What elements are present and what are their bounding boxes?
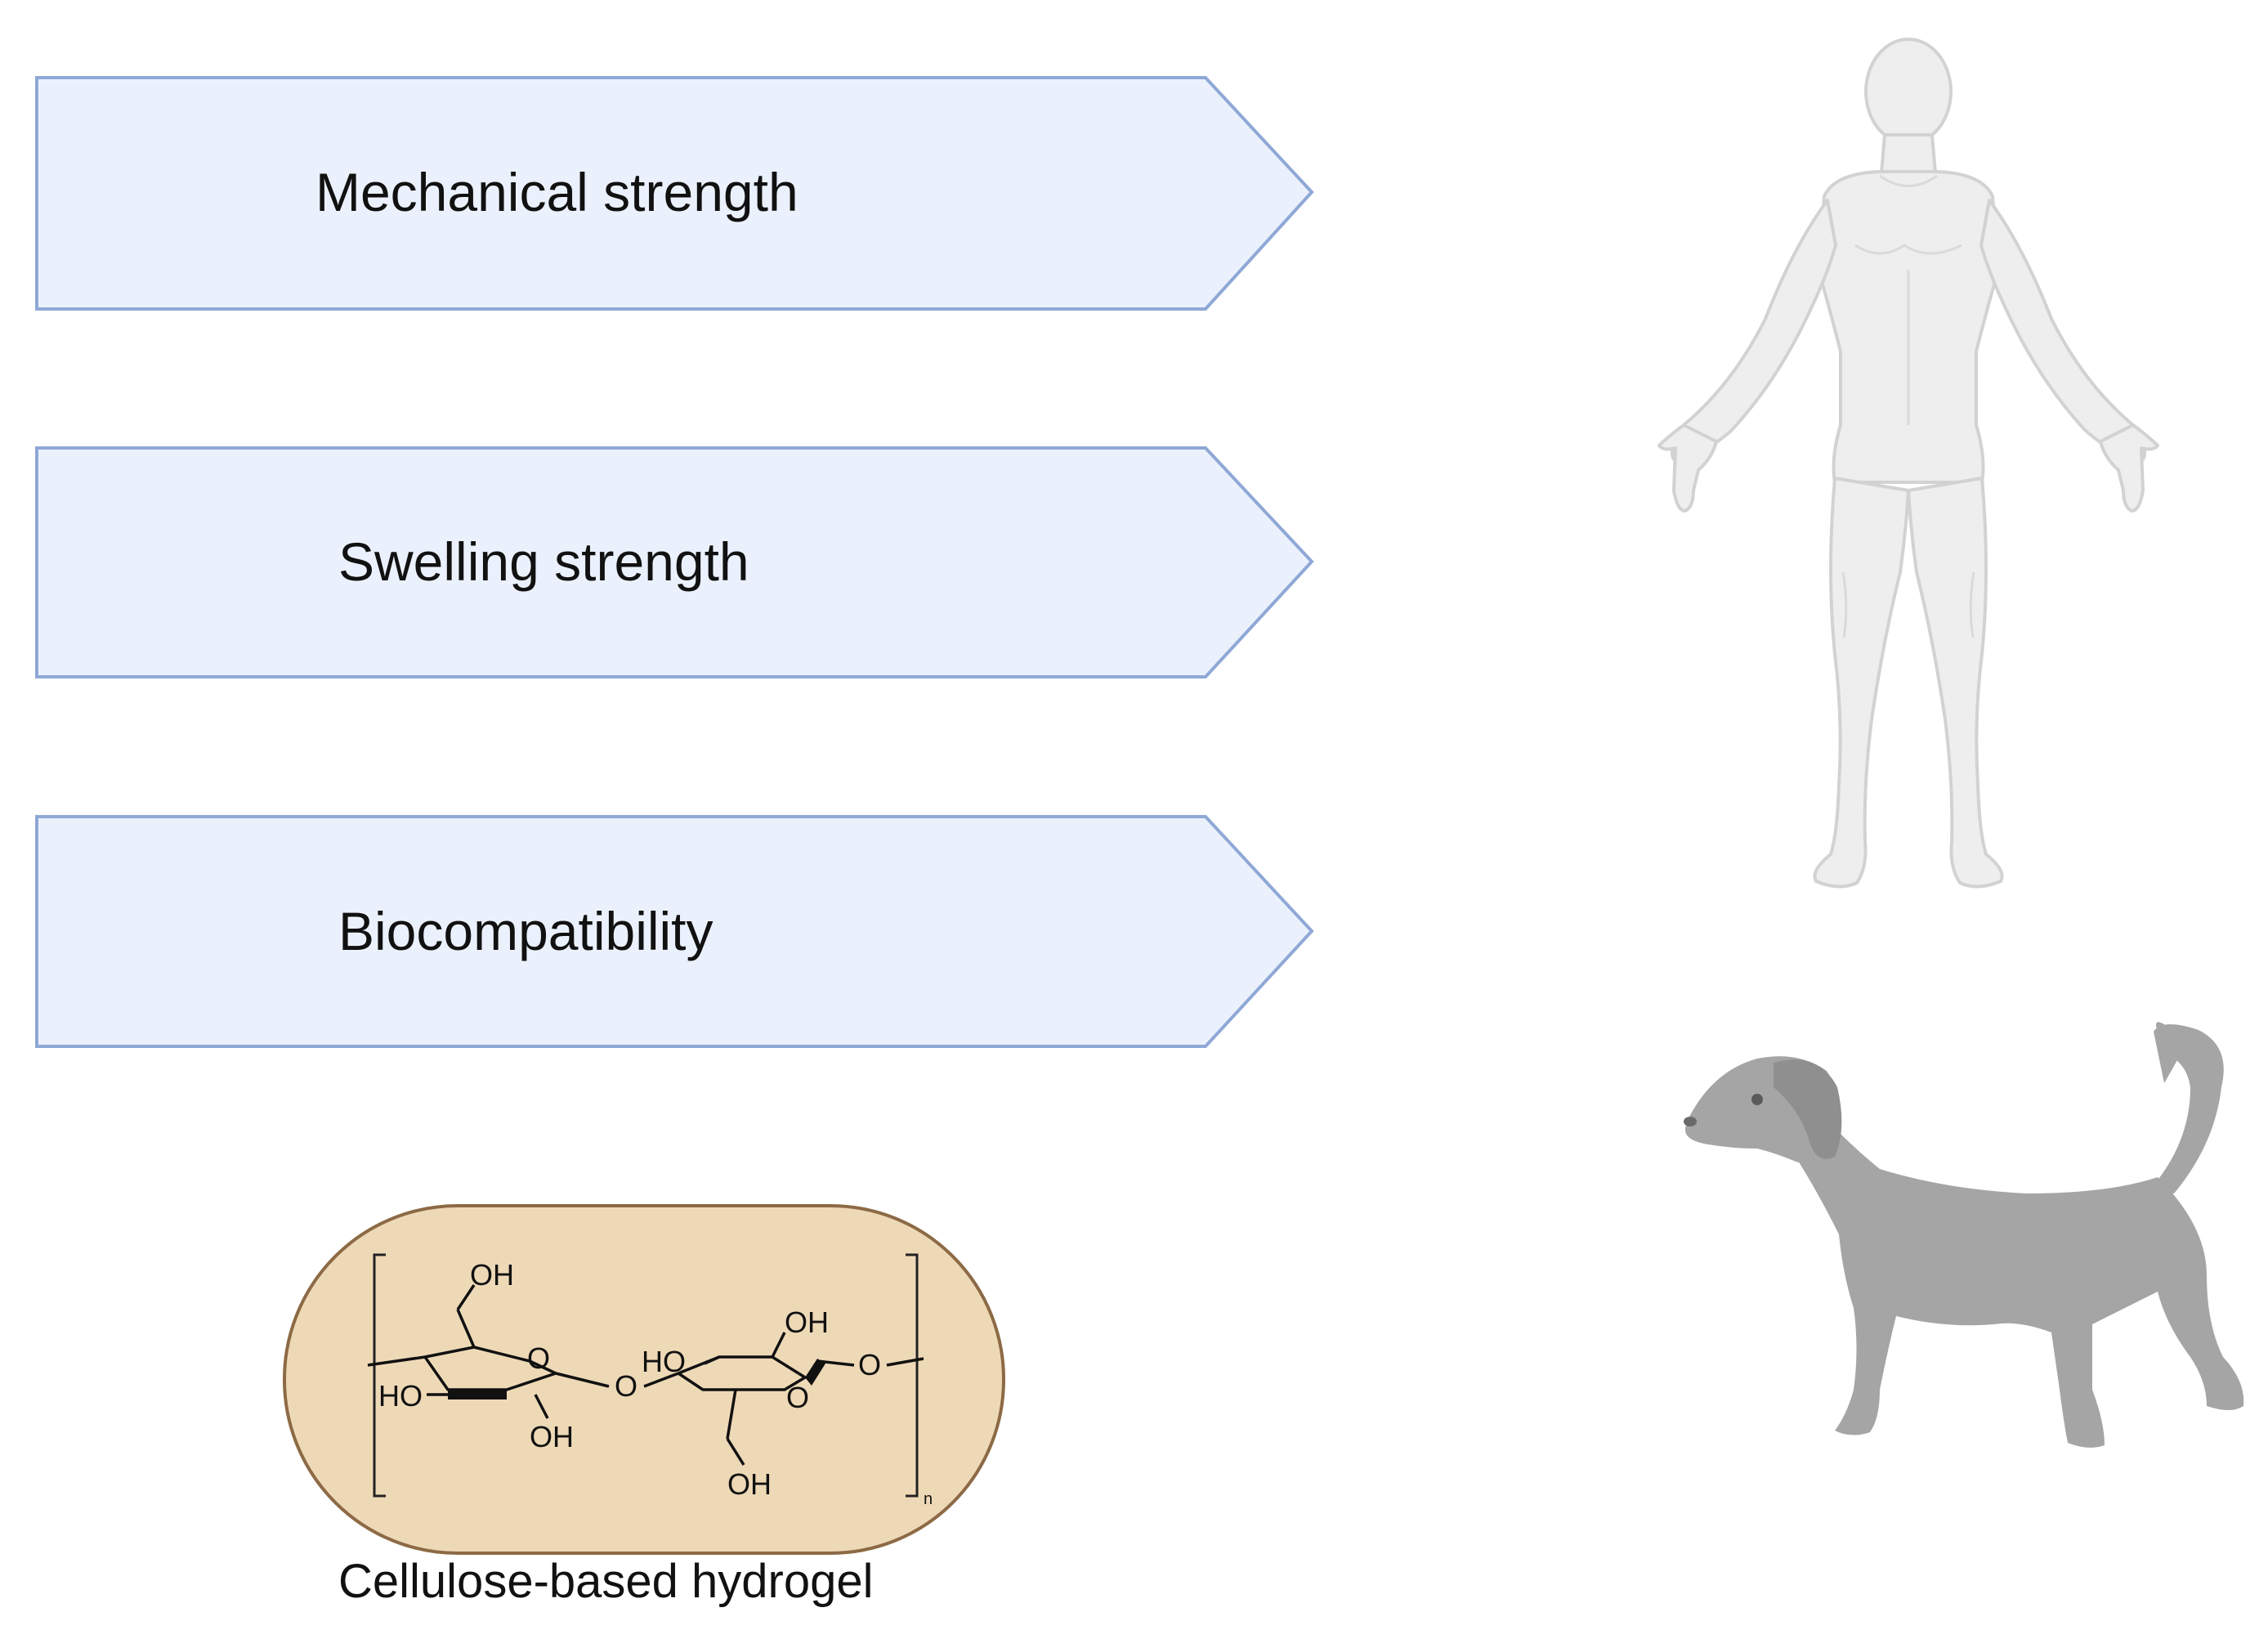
capsule-shape [283,1204,1005,1555]
arrow-mechanical-strength [35,76,1314,311]
arrow-swelling-strength [35,446,1314,678]
group-o-bridge: O [615,1369,637,1403]
bracket-left [373,1253,386,1498]
group-o-ring-right: O [786,1381,809,1414]
hydrogel-caption: Cellulose-based hydrogel [338,1555,874,1608]
label-swelling-strength: Swelling strength [338,531,749,592]
group-oh-bottom-right: OH [727,1467,772,1501]
bracket-right [906,1253,919,1498]
label-biocompatibility: Biocompatibility [338,901,714,961]
label-mechanical-strength: Mechanical strength [315,162,798,222]
group-ho-right: HO [642,1345,686,1378]
group-oh-top-left: OH [470,1258,514,1292]
group-oh-top-right: OH [785,1305,829,1339]
arrow-biocompatibility [35,815,1314,1048]
cellulose-structure [367,1284,924,1466]
group-ho-left: HO [378,1379,423,1413]
group-oh-bottom-left: OH [530,1420,574,1453]
group-o-end: O [858,1348,881,1382]
repeat-n: n [924,1490,933,1508]
group-o-ring-left: O [527,1341,550,1375]
